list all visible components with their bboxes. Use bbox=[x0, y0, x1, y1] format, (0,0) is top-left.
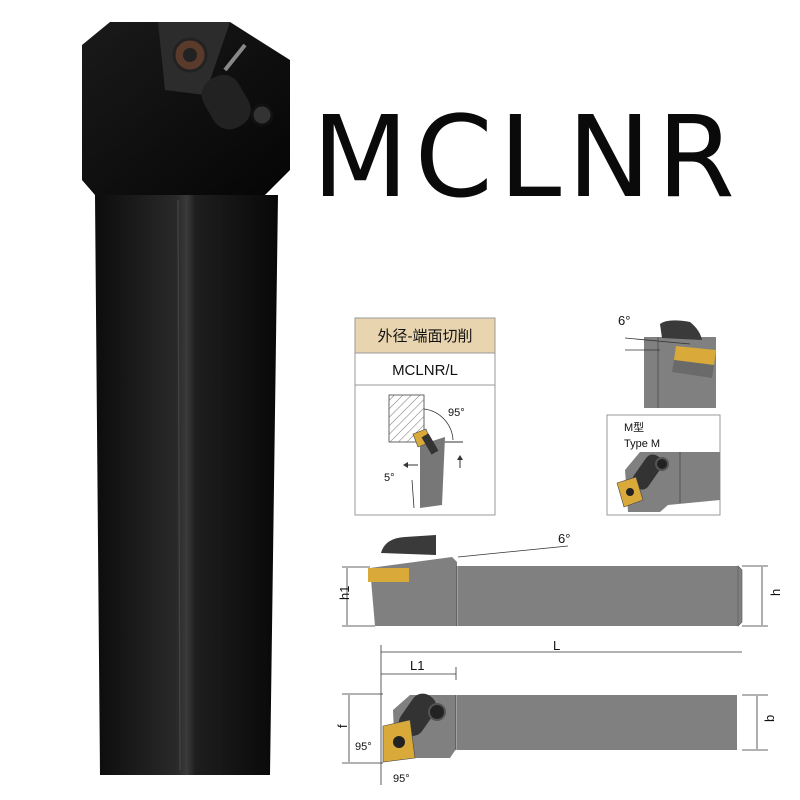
spec-table-model: MCLNR/L bbox=[392, 362, 458, 379]
spec-table-header-text: 外径-端面切削 bbox=[378, 328, 473, 345]
dim-h1: h1 bbox=[337, 586, 352, 600]
insert-icon bbox=[368, 568, 409, 582]
clearance-angle: 5° bbox=[384, 472, 395, 484]
side-view-drawing: 6° h1 h bbox=[337, 531, 783, 627]
angle-a: 95° bbox=[355, 741, 372, 753]
tool-holder-photo bbox=[82, 22, 290, 775]
tool-head bbox=[82, 22, 290, 195]
type-label-en: Type M bbox=[624, 438, 660, 450]
dim-h: h bbox=[768, 589, 783, 596]
workpiece-section bbox=[388, 394, 425, 443]
angle-b: 95° bbox=[393, 773, 410, 785]
spec-table: 外径-端面切削 MCLNR/L 95° 5° bbox=[354, 317, 496, 516]
model-title: MCLNR bbox=[312, 93, 741, 223]
clamp-lever bbox=[201, 74, 251, 130]
side-rake-angle: 6° bbox=[558, 531, 570, 546]
approach-angle: 95° bbox=[448, 407, 465, 419]
dim-L1: L1 bbox=[410, 658, 424, 673]
top-view-drawing: L L1 f b 95° 95° bbox=[335, 638, 777, 785]
dim-b: b bbox=[762, 715, 777, 722]
type-m-box: M型 Type M bbox=[606, 414, 721, 516]
dim-f: f bbox=[335, 724, 350, 728]
dim-L: L bbox=[553, 638, 560, 653]
spec-table-header bbox=[354, 317, 496, 354]
rake-detail: 6° bbox=[618, 313, 716, 408]
tool-shank bbox=[95, 195, 278, 775]
rake-angle: 6° bbox=[618, 313, 630, 328]
lever-screw-icon bbox=[250, 103, 274, 127]
type-label-cn: M型 bbox=[624, 420, 644, 434]
